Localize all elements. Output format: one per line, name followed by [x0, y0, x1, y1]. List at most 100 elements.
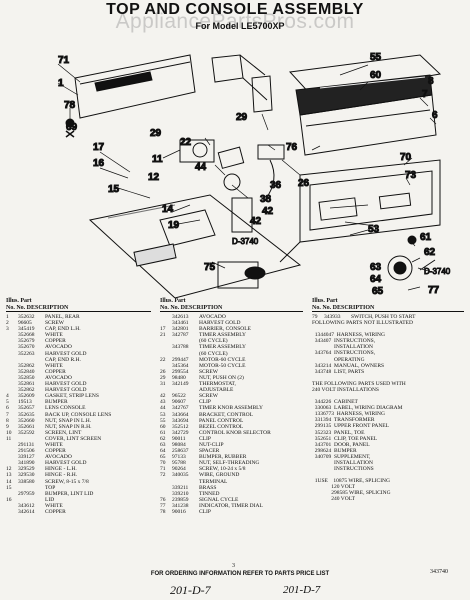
part-number: 299554 — [172, 368, 189, 375]
note-line: 240 VOLT INSTALLATIONS — [312, 386, 379, 393]
illus-number: 72 — [160, 472, 166, 479]
note-line: 352651 CLIP, TOE PANEL — [312, 435, 378, 442]
description: COPPER — [45, 448, 66, 455]
description: HARVEST GOLD — [45, 387, 87, 394]
description: GASKET, STRIP LENS — [45, 393, 99, 400]
callout-60: 60 — [370, 70, 382, 81]
note-line: 340709 SUPPLEMENT, — [312, 453, 371, 460]
part-number: 352635 — [18, 411, 35, 418]
illus-number: 4 — [6, 393, 9, 400]
part-number: 258637 — [172, 448, 189, 455]
heading-line: Illus. Part — [160, 298, 186, 304]
illus-number: 64 — [160, 448, 166, 455]
callout-65: 65 — [372, 286, 384, 297]
part-number: 352660 — [18, 417, 35, 424]
callout-36: 36 — [270, 180, 282, 191]
watermark: AppliancePartsPros.com — [115, 10, 355, 33]
illus-number: 71 — [160, 466, 166, 473]
description: SCREW, 10-24 x 5/8 — [199, 466, 246, 473]
top-panel-drawing — [88, 194, 302, 298]
callout-14: 14 — [162, 204, 174, 215]
description: SCREW — [199, 368, 218, 375]
description: HARVEST GOLD — [45, 460, 87, 467]
callout-26: 26 — [298, 178, 310, 189]
note-line: 120 VOLT — [312, 484, 355, 491]
note-line: 1336773 HARNESS, WIRING — [312, 411, 385, 418]
illus-number: 17 — [160, 326, 166, 333]
illus-number: 16 — [6, 496, 12, 503]
callout-15: 15 — [108, 184, 120, 195]
illus-number: 8 — [6, 417, 9, 424]
description: TIMER KNOB ASSEMBLY — [199, 405, 263, 412]
illus-number: 31 — [160, 381, 166, 388]
handwritten-note: 201-D-7 — [170, 583, 211, 597]
part-number: 352840 — [18, 368, 35, 375]
note-line: 343214 MANUAL, OWNERS — [312, 362, 385, 369]
description: SPACER — [199, 448, 220, 455]
illus-number: 13 — [6, 472, 12, 479]
part-number: 339127 — [18, 454, 35, 461]
column-heading: Illus. Part No. No. DESCRIPTION — [6, 298, 151, 312]
control-panel-drawing — [279, 159, 441, 281]
illus-number: 44 — [160, 405, 166, 412]
part-number: 343788 — [172, 344, 189, 351]
page-title: TOP AND CONSOLE ASSEMBLY — [106, 1, 364, 18]
note-line: 343701 DOOR, PANEL — [312, 441, 370, 448]
column-heading: Illus. Part No. No. DESCRIPTION — [312, 298, 464, 312]
illus-number: 53 — [160, 411, 166, 418]
description: NUT, SELF-THREADING — [199, 460, 260, 467]
description: COPPER — [45, 509, 66, 515]
description: THERMOSTAT, — [199, 381, 236, 388]
note-line: 1USE 10875 WIRE, SPLICING — [312, 478, 390, 485]
part-number: 90011 — [172, 435, 186, 442]
part-number: 97133 — [172, 454, 186, 461]
description: BUMPER, RUBBER — [199, 454, 247, 461]
note-line: 298624 BUMPER — [312, 447, 357, 454]
table-row: 352862 HARVEST GOLD — [6, 387, 151, 393]
description: ADJUSTABLE — [199, 387, 234, 394]
description: SCREW, 8-15 x 7/8 — [45, 478, 89, 485]
callout-71: 71 — [58, 55, 70, 66]
illus-number: 22 — [160, 356, 166, 363]
illus-number: 65 — [160, 454, 166, 461]
description: COPPER — [45, 368, 66, 375]
table-row: (60 CYCLE) — [160, 338, 303, 344]
part-number: 96605 — [18, 320, 32, 327]
description: NUT, SNAP IN R.H. — [45, 423, 92, 430]
part-number: 343694 — [172, 417, 189, 424]
illus-number: 78 — [160, 509, 166, 515]
description: (60 CYCLE) — [199, 338, 228, 345]
description: SIGNAL CYCLE — [199, 496, 239, 503]
description: TINNED — [199, 490, 220, 497]
part-number: 352592 — [18, 429, 35, 436]
callout-17: 17 — [93, 142, 105, 153]
part-number: 352862 — [18, 387, 35, 394]
notes-block: FOLLOWING PARTS NOT ILLUSTRATED 1344047 … — [312, 320, 464, 502]
description: TIMER ASSEMBLY — [199, 344, 246, 351]
part-number: 98084 — [172, 441, 186, 448]
description: SCREW — [199, 393, 218, 400]
column-heading: Illus. Part No. No. DESCRIPTION — [160, 298, 303, 312]
part-number: 352263 — [18, 350, 35, 357]
description: HARVEST GOLD — [199, 320, 241, 327]
description: COVER, LINT SCREEN — [45, 435, 102, 442]
